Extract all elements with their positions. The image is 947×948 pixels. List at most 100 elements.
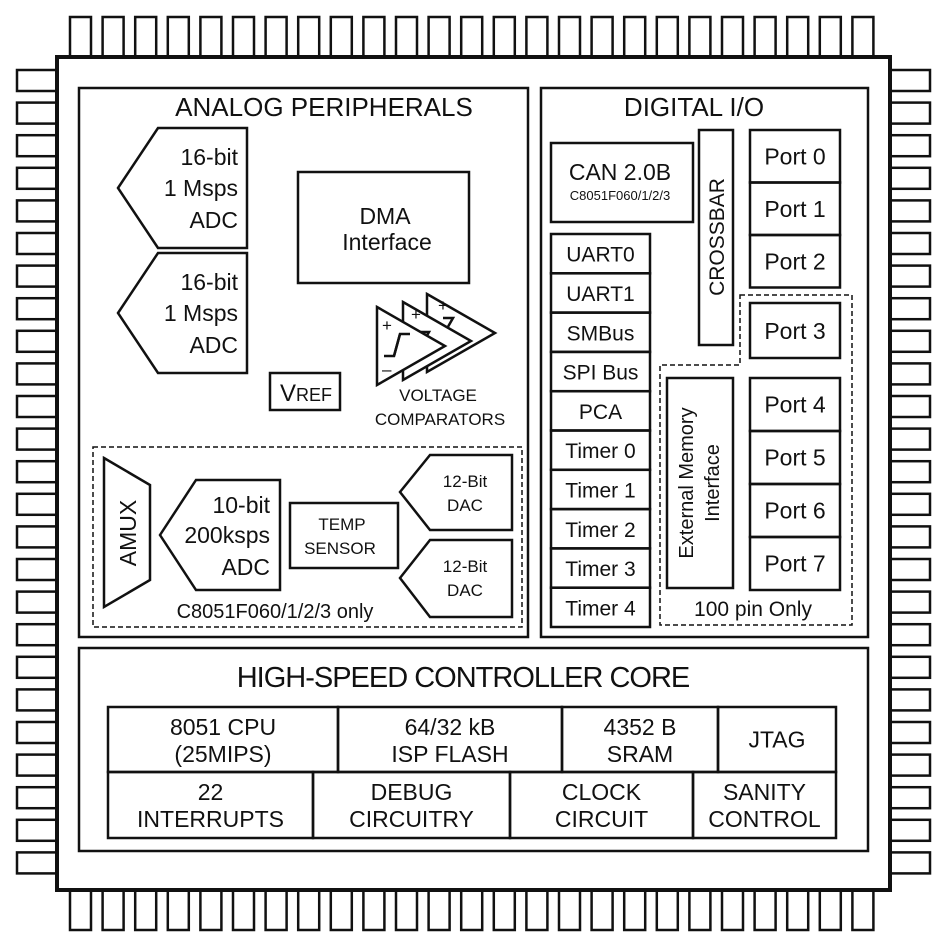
can-note: C8051F060/1/2/3: [570, 188, 670, 203]
pin: [888, 688, 932, 712]
pin: [888, 329, 932, 354]
plus-sign: +: [438, 296, 448, 315]
adc3-line: 10-bit: [212, 492, 270, 518]
pin: [590, 888, 614, 932]
core-unit-line: ISP FLASH: [391, 741, 508, 767]
dma-interface: DMA Interface: [296, 170, 471, 285]
vref-sub: REF: [296, 385, 332, 405]
peripheral-8-label: Timer 3: [565, 558, 635, 581]
pin: [15, 622, 59, 647]
pin: [15, 785, 59, 810]
vref-label: VREF: [280, 380, 332, 407]
core-unit-line: DEBUG: [371, 779, 453, 805]
pin: [199, 888, 223, 932]
pin: [15, 851, 59, 875]
pin: [888, 557, 932, 582]
100-pin-region: [659, 294, 853, 626]
pin: [68, 15, 93, 59]
dac1-line: DAC: [447, 496, 483, 515]
peripheral-4-label: PCA: [579, 401, 622, 424]
dac-1: 12-Bit DAC: [398, 453, 514, 532]
core-unit-line: 4352 B: [604, 714, 677, 740]
peripheral-5-label: Timer 0: [565, 440, 635, 463]
digital-io-block: DIGITAL I/O CAN 2.0B C8051F060/1/2/3 UAR…: [539, 86, 870, 639]
pin: [688, 15, 712, 59]
pin: [15, 590, 59, 614]
pin: [362, 15, 386, 59]
pin: [296, 15, 321, 59]
pin: [427, 15, 451, 59]
pin: [394, 15, 419, 59]
temp-line: SENSOR: [304, 539, 376, 558]
pin: [888, 590, 932, 614]
core-unit-line: SANITY: [723, 779, 806, 805]
plus-sign: +: [411, 305, 421, 324]
pin: [888, 199, 932, 223]
pin: [231, 15, 256, 59]
pin: [492, 888, 517, 932]
pin: [15, 720, 59, 745]
core-unit-line: CIRCUITRY: [349, 806, 474, 832]
pin: [15, 525, 59, 549]
pin: [15, 818, 59, 843]
pin: [888, 394, 932, 419]
plus-sign: +: [382, 316, 392, 335]
pin: [166, 15, 191, 59]
peripheral-6-label: Timer 1: [565, 479, 635, 502]
pin: [15, 655, 59, 680]
core-unit-line: (25MIPS): [174, 741, 271, 767]
port-5-label: Port 5: [764, 445, 825, 471]
adc-16bit-1: 16-bit 1 Msps ADC: [116, 126, 249, 250]
pin: [888, 459, 932, 484]
pin: [525, 15, 549, 59]
dma-line: Interface: [342, 229, 432, 255]
pin: [199, 15, 223, 59]
dac1-line: 12-Bit: [443, 472, 488, 491]
pin: [818, 15, 843, 59]
emif-line: External Memory: [676, 407, 698, 558]
digital-title: DIGITAL I/O: [624, 92, 764, 122]
pin: [525, 888, 549, 932]
port-7: Port 7: [748, 535, 842, 592]
port-3: Port 3: [748, 301, 842, 360]
vref-main: V: [280, 380, 296, 407]
pin: [15, 427, 59, 451]
pin: [15, 133, 59, 158]
port-5: Port 5: [748, 429, 842, 486]
dac-2: 12-Bit DAC: [398, 538, 514, 619]
port-0-label: Port 0: [764, 143, 825, 169]
comparators-line: COMPARATORS: [375, 410, 505, 429]
pin: [888, 785, 932, 810]
analog-title: ANALOG PERIPHERALS: [175, 92, 473, 122]
pin: [15, 199, 59, 223]
pin: [166, 888, 191, 932]
crossbar-label: CROSSBAR: [706, 178, 729, 296]
adc2-line: 1 Msps: [164, 300, 238, 326]
pin: [753, 888, 777, 932]
pin: [459, 15, 484, 59]
core-unit-line: CLOCK: [562, 779, 642, 805]
pin: [231, 888, 256, 932]
adc1-line: 1 Msps: [164, 175, 238, 201]
pin: [888, 166, 932, 191]
row1-unit-0: 8051 CPU(25MIPS): [106, 705, 340, 774]
pin: [688, 888, 712, 932]
pin: [15, 394, 59, 419]
adc2-line: ADC: [189, 332, 238, 358]
pin: [785, 888, 810, 932]
port-1-label: Port 1: [764, 196, 825, 222]
pin: [753, 15, 777, 59]
pin: [15, 264, 59, 288]
pin: [427, 888, 451, 932]
dac2-line: DAC: [447, 581, 483, 600]
minus-sign: –: [382, 360, 392, 379]
pin: [133, 888, 158, 932]
pin: [590, 15, 614, 59]
can-controller: CAN 2.0B C8051F060/1/2/3: [549, 141, 695, 224]
peripheral-0-label: UART0: [566, 244, 634, 267]
